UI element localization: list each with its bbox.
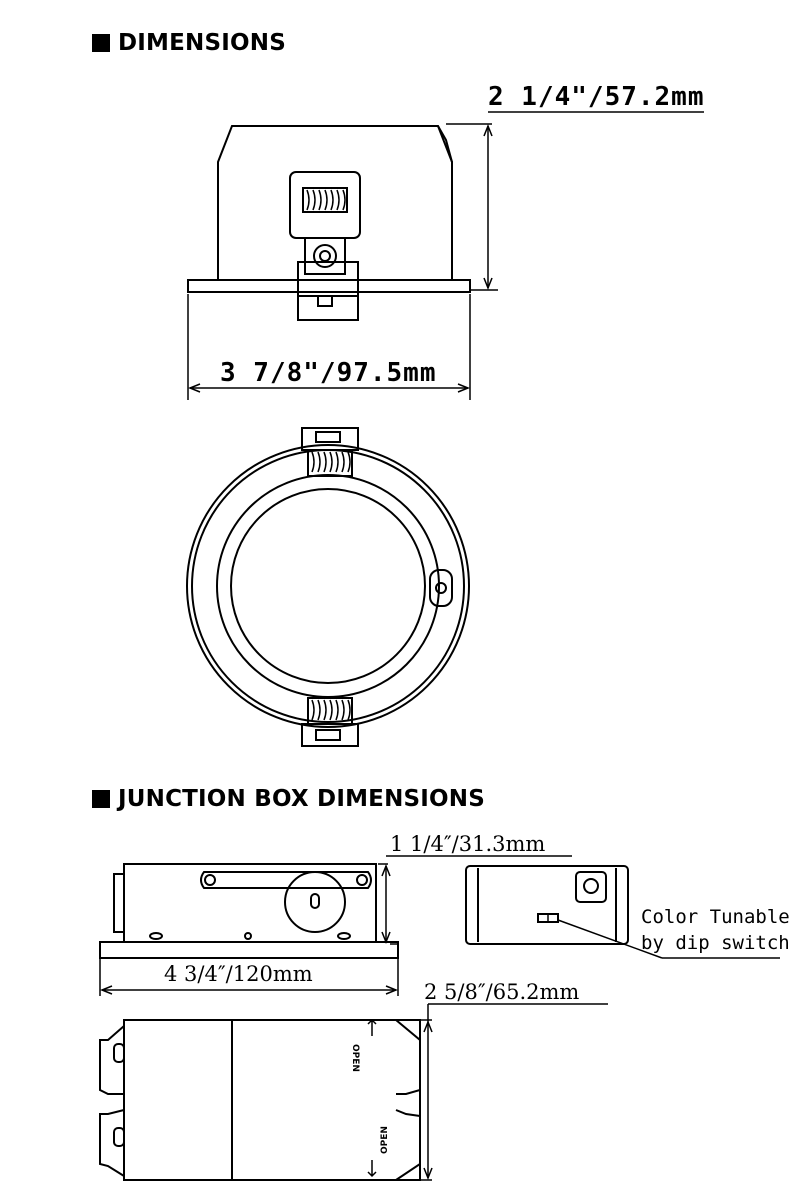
- square-bullet-icon: [92, 790, 110, 808]
- dimensions-heading-text: DIMENSIONS: [118, 30, 286, 56]
- callout-line-1: Color Tunable: [641, 906, 790, 928]
- junction-box-side-view: [99, 855, 572, 996]
- junction-box-height-label: 1 1/4″/31.3mm: [390, 832, 546, 856]
- downlight-side-view: [187, 111, 704, 400]
- downlight-height-label: 2 1/4"/57.2mm: [488, 82, 705, 112]
- junction-box-top-view: [99, 1003, 608, 1181]
- callout-line-2: by dip switch: [641, 932, 790, 954]
- junction-box-heading: JUNCTION BOX DIMENSIONS: [92, 786, 485, 812]
- junction-box-heading-text: JUNCTION BOX DIMENSIONS: [118, 786, 486, 812]
- open-label-top: OPEN: [350, 1044, 360, 1072]
- junction-box-length-label: 4 3/4″/120mm: [164, 962, 313, 986]
- downlight-top-view: [186, 427, 470, 747]
- square-bullet-icon: [92, 34, 110, 52]
- open-label-bottom: OPEN: [380, 1126, 390, 1154]
- dimensions-heading: DIMENSIONS: [92, 30, 286, 56]
- junction-box-width-label: 2 5/8″/65.2mm: [424, 980, 580, 1004]
- junction-box-end-view: [465, 865, 780, 959]
- downlight-width-label: 3 7/8"/97.5mm: [220, 358, 437, 388]
